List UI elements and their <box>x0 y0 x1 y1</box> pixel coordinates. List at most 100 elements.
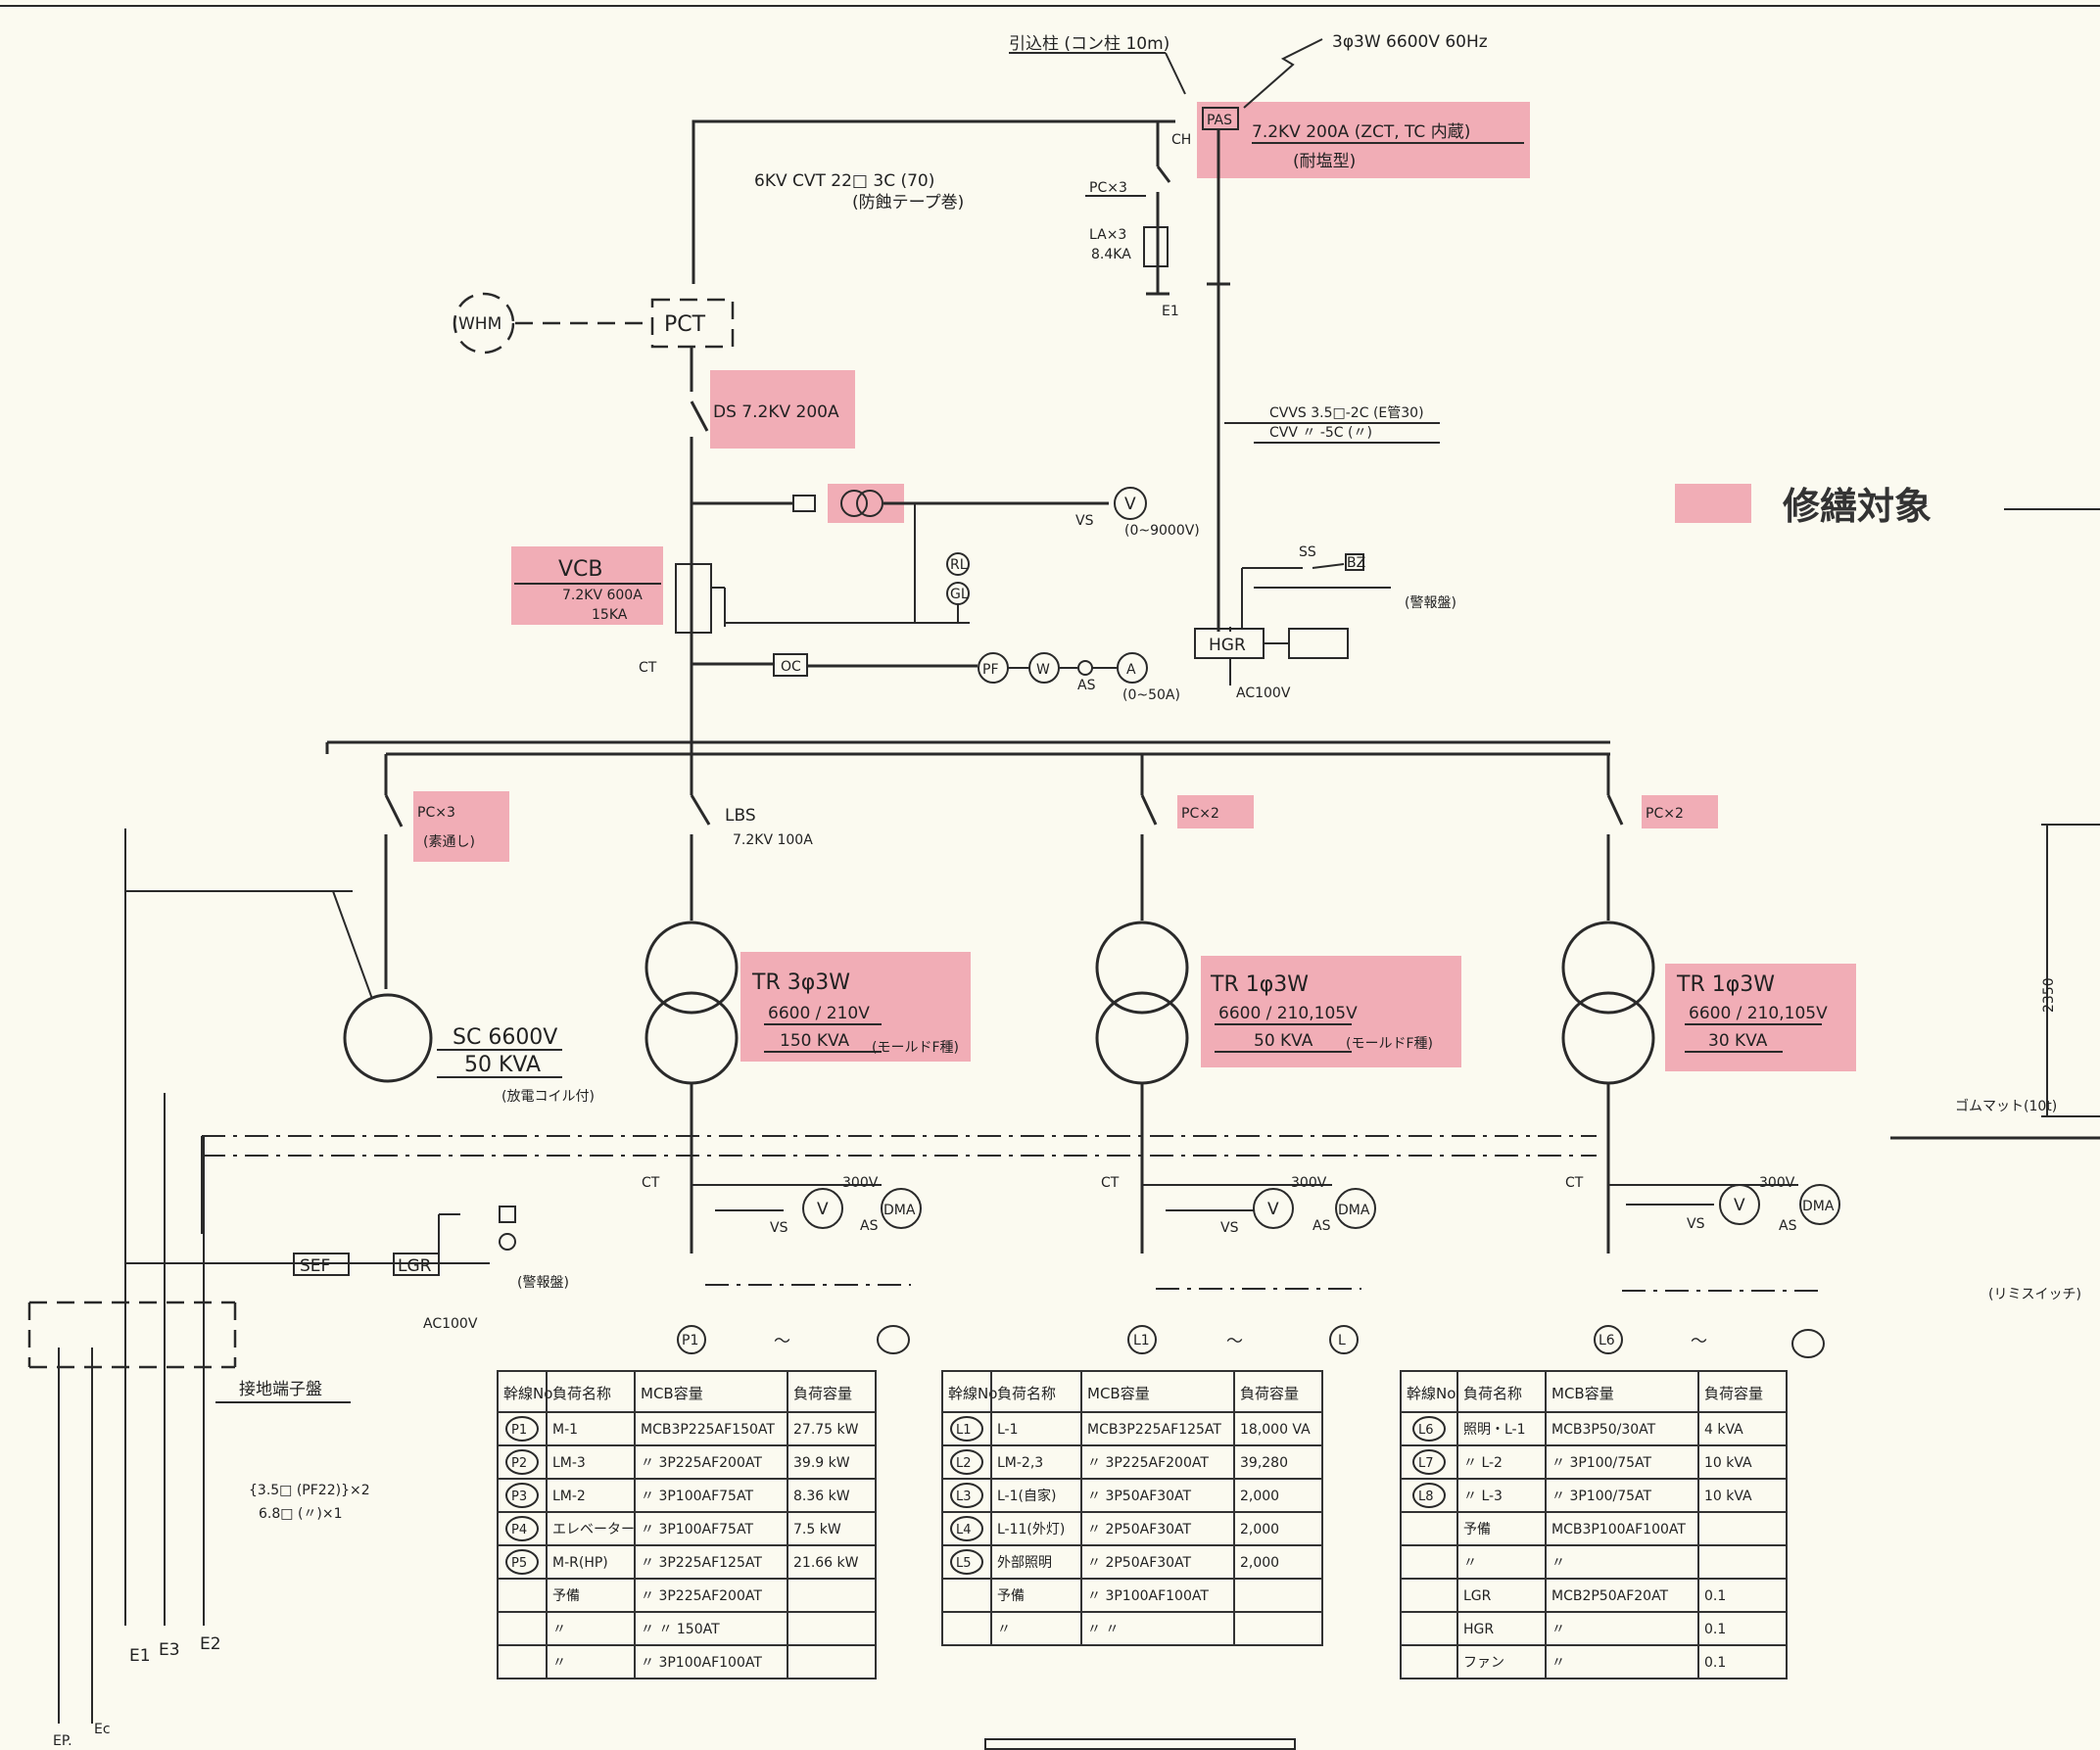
table-cell: 〃 3P100AF75AT <box>641 1489 753 1504</box>
tr3-as: AS <box>1779 1218 1797 1234</box>
tr1-v-meter <box>802 1188 843 1229</box>
tr1-ct: CT <box>642 1175 660 1191</box>
table-cell: MCB3P225AF150AT <box>641 1422 775 1438</box>
circuit-marker <box>1412 1449 1446 1475</box>
table-cell: 〃 <box>1551 1655 1565 1671</box>
circ-l1 <box>1127 1325 1157 1354</box>
highlight-sc-pc <box>413 791 509 862</box>
tr1-lim: 300V <box>842 1175 879 1191</box>
pct-label: PCT <box>664 312 706 337</box>
table-cell: 〃 <box>1551 1555 1565 1571</box>
tr2-dma-label: DMA <box>1338 1203 1370 1218</box>
vt-coil-b <box>856 490 883 517</box>
w-label: W <box>1036 662 1050 678</box>
lgr-bz-box <box>499 1206 516 1223</box>
whm-label: WHM <box>458 314 501 334</box>
highlight-vcb <box>511 546 663 625</box>
table-cell: 予備 <box>552 1588 580 1604</box>
v-label: V <box>1124 495 1136 514</box>
table-cell: 〃 3P50AF30AT <box>1087 1489 1192 1504</box>
as-label: AS <box>1077 678 1096 693</box>
table-cell: 〃 3P100AF100AT <box>641 1655 762 1671</box>
legend-label: 修繕対象 <box>1783 485 1932 528</box>
tr1-type: (モールドF種) <box>872 1040 959 1056</box>
circuit-marker <box>950 1449 983 1475</box>
table-header: 負荷容量 <box>1240 1385 1299 1402</box>
ground-cable: {3.5□ (PF22)}×2 <box>249 1483 370 1498</box>
table-cell: 予備 <box>997 1588 1025 1604</box>
table-cell: 〃 <box>1551 1622 1565 1637</box>
hgr-alarm: (警報盤) <box>1405 595 1456 611</box>
table-cell: 〃 <box>997 1622 1011 1637</box>
tr3-name: TR 1φ3W <box>1676 972 1775 997</box>
transformer-2: TR 1φ3W 6600 / 210,105V 50 KVA (モールドF種) <box>1095 921 1433 1253</box>
circuit-marker <box>505 1516 539 1541</box>
circuit-marker <box>505 1483 539 1508</box>
table-cell: 〃 3P100/75AT <box>1551 1489 1652 1504</box>
tr2-name: TR 1φ3W <box>1210 972 1309 997</box>
tr2-v: V <box>1267 1200 1279 1219</box>
hgr-bz-box <box>1345 553 1364 571</box>
table-cell: 〃 〃 <box>1087 1622 1119 1637</box>
highlight-ds <box>710 370 855 449</box>
highlight-tr2 <box>1201 956 1461 1067</box>
table-cell: 〃 <box>1463 1555 1477 1571</box>
circuit-marker <box>505 1449 539 1475</box>
tr2-kva: 50 KVA <box>1254 1031 1313 1051</box>
a-label: A <box>1126 662 1136 678</box>
ground-terminal-label: 接地端子盤 <box>239 1380 322 1399</box>
la-label: LA×3 <box>1089 227 1126 243</box>
v-range: (0~9000V) <box>1124 523 1200 539</box>
highlight-tr1 <box>740 952 971 1062</box>
lgr-alarm: (警報盤) <box>517 1275 569 1291</box>
sef-box <box>293 1253 350 1276</box>
table-header: MCB容量 <box>1551 1385 1614 1402</box>
tr2-ct: CT <box>1101 1175 1120 1191</box>
table-cell: L8 <box>1418 1490 1434 1504</box>
table-header: 負荷名称 <box>997 1385 1056 1402</box>
tr2-type: (モールドF種) <box>1346 1036 1433 1052</box>
v-meter <box>1114 487 1147 520</box>
sc-note: (放電コイル付) <box>501 1089 595 1105</box>
limit-switch-label: (リミスイッチ) <box>1988 1287 2081 1302</box>
highlight-pc2a <box>1177 795 1254 828</box>
cable1-label: 6KV CVT 22□ 3C (70) <box>754 171 934 191</box>
tr3-ct: CT <box>1565 1175 1584 1191</box>
a-range: (0~50A) <box>1122 687 1180 703</box>
table-cell: P1 <box>511 1423 527 1438</box>
circuit-marker <box>505 1416 539 1442</box>
table-cell: 0.1 <box>1704 1622 1726 1637</box>
vs-label: VS <box>1075 513 1094 529</box>
circ-l6-end <box>1791 1329 1825 1358</box>
circ-l-end <box>1329 1325 1359 1354</box>
table-cell: L4 <box>956 1523 972 1537</box>
table-cell: M-R(HP) <box>552 1555 608 1571</box>
sc-rating: SC 6600V <box>453 1025 557 1050</box>
table-header: 負荷名称 <box>552 1385 611 1402</box>
table-header: 幹線No <box>948 1385 997 1402</box>
circuit-marker <box>950 1416 983 1442</box>
circuit-marker <box>950 1549 983 1575</box>
table-cell: 4 kVA <box>1704 1422 1743 1438</box>
highlight-pas <box>1197 102 1530 178</box>
circ-p1 <box>677 1325 706 1354</box>
tr2-secondary <box>1095 991 1189 1085</box>
gl-label: GL <box>950 587 969 602</box>
ch-label: CH <box>1171 132 1191 148</box>
cable2a-label: CVVS 3.5□-2C (E管30) <box>1269 405 1424 421</box>
tilde-2: 〜 <box>1226 1332 1243 1351</box>
table-cell: 10 kVA <box>1704 1455 1752 1471</box>
table-cell: L6 <box>1418 1423 1434 1438</box>
table-cell: 27.75 kW <box>793 1422 859 1438</box>
tr1-secondary <box>644 991 739 1085</box>
oc-label: OC <box>781 659 801 675</box>
tr2-dma <box>1335 1188 1376 1229</box>
tr1-ratio: 6600 / 210V <box>768 1004 870 1023</box>
circuit-marker <box>950 1483 983 1508</box>
table-cell: 10 kVA <box>1704 1489 1752 1504</box>
whm-circle <box>453 292 515 355</box>
sef-label: SEF <box>300 1256 330 1276</box>
